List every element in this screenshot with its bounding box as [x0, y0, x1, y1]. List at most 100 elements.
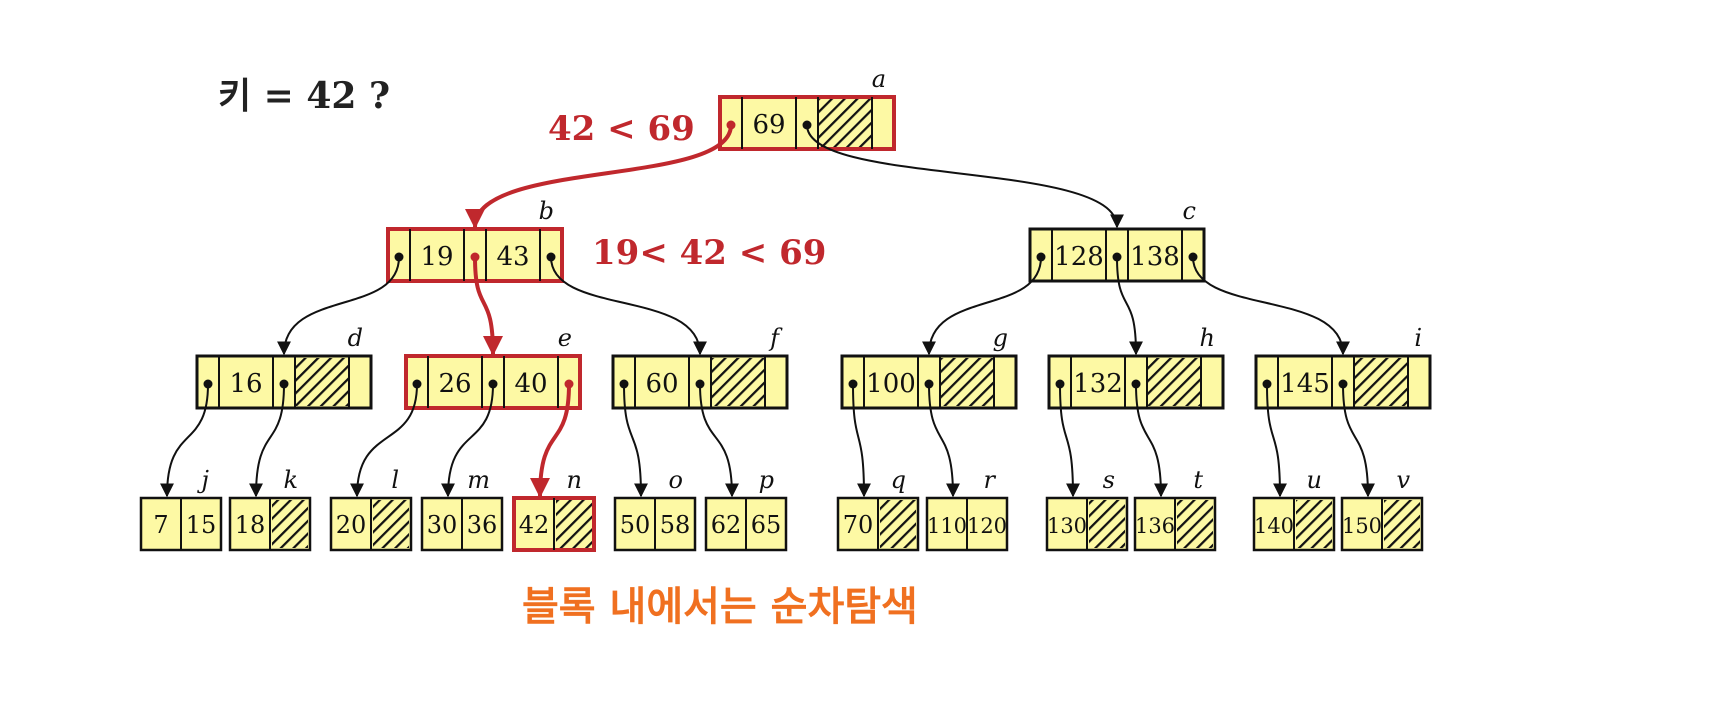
- leaf-label: u: [1307, 466, 1322, 494]
- edge-d-k: [249, 383, 285, 498]
- empty-slot: [1355, 358, 1407, 406]
- leaf-key: 20: [336, 511, 367, 539]
- edge-i-v: [1342, 383, 1375, 498]
- node-key: 138: [1130, 242, 1180, 272]
- leaf-label: k: [283, 466, 298, 494]
- empty-slot: [712, 358, 764, 406]
- leaf-label: r: [984, 466, 997, 494]
- empty-slot: [1148, 358, 1200, 406]
- node-key: 26: [438, 369, 471, 399]
- node-label: d: [348, 324, 363, 352]
- leaf-label: v: [1396, 466, 1410, 494]
- leaf-u: 140 u: [1252, 466, 1336, 552]
- leaf-label: o: [669, 466, 683, 494]
- leaf-key: 120: [967, 514, 1007, 538]
- node-label: a: [872, 65, 886, 93]
- node-key: 19: [420, 242, 453, 272]
- leaf-n: 42 n: [512, 466, 596, 552]
- node-key: 145: [1280, 369, 1330, 399]
- node-key: 100: [866, 369, 916, 399]
- edge-g-r: [928, 383, 960, 498]
- node-a: 69 a: [718, 65, 896, 151]
- node-label: g: [993, 324, 1008, 352]
- leaf-key: 58: [660, 511, 691, 539]
- comparison-root: 42 < 69: [548, 109, 695, 149]
- edge-b-f: [550, 256, 707, 356]
- leaf-label: m: [467, 466, 490, 494]
- edge-c-i: [1192, 256, 1350, 356]
- node-i: 145 i: [1254, 324, 1432, 410]
- edge-c-g: [922, 256, 1042, 356]
- leaf-label: t: [1193, 466, 1203, 494]
- edge-a-c: [806, 124, 1124, 229]
- leaf-key: 110: [927, 514, 967, 538]
- empty-slot: [1177, 500, 1213, 548]
- node-key: 43: [496, 242, 529, 272]
- leaf-key: 62: [711, 511, 742, 539]
- node-label: e: [558, 324, 572, 352]
- node-label: h: [1200, 324, 1215, 352]
- edge-c-h: [1116, 256, 1143, 356]
- edge-b-d: [277, 256, 400, 356]
- empty-slot: [272, 500, 308, 548]
- edge-b-e: [473, 256, 503, 356]
- leaf-key: 140: [1254, 514, 1294, 538]
- edge-i-u: [1266, 383, 1287, 498]
- node-label: b: [539, 197, 554, 225]
- leaf-key: 65: [751, 511, 782, 539]
- edge-h-s: [1059, 383, 1080, 498]
- leaf-label: n: [567, 466, 582, 494]
- edge-a-b: [465, 124, 733, 229]
- leaf-label: j: [197, 466, 210, 494]
- leaf-label: s: [1103, 466, 1115, 494]
- leaf-key: 70: [843, 511, 874, 539]
- node-label: i: [1414, 324, 1422, 352]
- empty-slot: [941, 358, 993, 406]
- leaf-key: 18: [235, 511, 266, 539]
- empty-slot: [1089, 500, 1125, 548]
- edge-d-j: [160, 383, 209, 498]
- empty-slot: [556, 500, 592, 548]
- leaf-k: 18 k: [228, 466, 312, 552]
- sequential-search-note: 블록 내에서는 순차탐색: [522, 584, 918, 630]
- leaf-label: l: [391, 466, 399, 494]
- leaf-label: q: [891, 466, 906, 494]
- leaf-q: 70 q: [836, 466, 920, 552]
- query-label: 키 = 42 ?: [218, 75, 390, 117]
- tree-edges: [160, 120, 1375, 498]
- node-key: 40: [514, 369, 547, 399]
- edge-e-n: [530, 383, 571, 498]
- edge-g-q: [852, 383, 871, 498]
- leaf-m: 30 36 m: [420, 466, 504, 552]
- leaf-key: 50: [620, 511, 651, 539]
- edge-f-p: [699, 383, 739, 498]
- edge-e-l: [350, 383, 418, 498]
- empty-slot: [296, 358, 348, 406]
- node-key: 128: [1054, 242, 1104, 272]
- node-key: 132: [1073, 369, 1123, 399]
- empty-slot: [1296, 500, 1332, 548]
- leaf-key: 36: [467, 511, 498, 539]
- node-label: c: [1183, 197, 1196, 225]
- leaf-key: 15: [186, 511, 217, 539]
- node-key: 69: [752, 110, 785, 140]
- empty-slot: [880, 500, 916, 548]
- leaf-s: 130 s: [1045, 466, 1129, 552]
- comparison-b: 19< 42 < 69: [592, 233, 826, 273]
- edge-f-o: [623, 383, 648, 498]
- leaf-key: 130: [1047, 514, 1087, 538]
- empty-slot: [819, 99, 871, 147]
- node-label: f: [768, 324, 783, 352]
- edge-h-t: [1135, 383, 1168, 498]
- node-key: 16: [229, 369, 262, 399]
- leaf-key: 42: [519, 511, 550, 539]
- leaf-o: 50 58 o: [613, 466, 697, 552]
- leaf-key: 30: [427, 511, 458, 539]
